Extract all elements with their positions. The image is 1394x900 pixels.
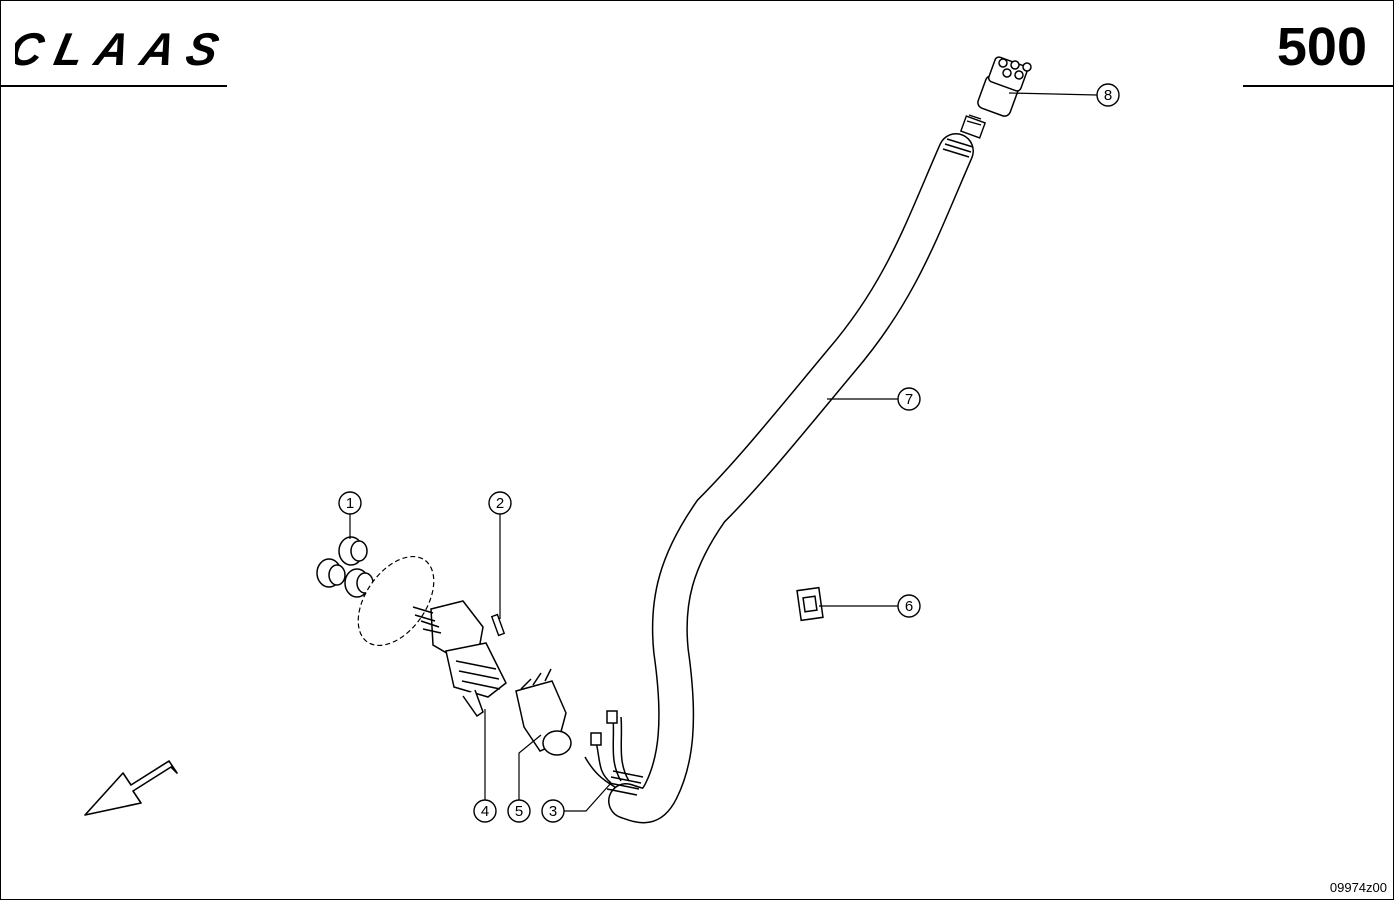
callout-8: 8 xyxy=(1096,83,1120,107)
page-number: 500 xyxy=(1276,17,1367,77)
logo-rule xyxy=(1,85,227,87)
seal-caps-part xyxy=(316,536,374,598)
page-number-rule xyxy=(1243,85,1393,87)
svg-text:8: 8 xyxy=(1104,87,1112,104)
svg-text:1: 1 xyxy=(346,495,354,512)
callout-6: 6 xyxy=(897,594,921,618)
callout-5: 5 xyxy=(507,799,531,823)
svg-text:3: 3 xyxy=(549,803,557,820)
callout-2: 2 xyxy=(488,491,512,515)
svg-text:7: 7 xyxy=(905,391,913,408)
connector-part xyxy=(977,56,1032,117)
screw-part xyxy=(490,613,506,637)
hose-end-fitting xyxy=(959,114,987,139)
svg-text:5: 5 xyxy=(515,803,523,820)
leader-lines xyxy=(349,92,1098,812)
direction-arrow-icon xyxy=(84,760,178,816)
callout-4: 4 xyxy=(473,799,497,823)
cable-ends-part xyxy=(584,710,630,788)
hose-part xyxy=(606,133,974,824)
strain-relief-part xyxy=(515,668,572,756)
callout-3: 3 xyxy=(541,799,565,823)
clip-part xyxy=(796,586,824,622)
drawing-id: 09974z00 xyxy=(1329,880,1387,895)
svg-text:4: 4 xyxy=(481,803,489,820)
svg-text:2: 2 xyxy=(496,495,504,512)
socket-housing-part xyxy=(412,600,507,718)
claas-logo: CLAAS xyxy=(15,25,225,69)
callout-7: 7 xyxy=(897,387,921,411)
gasket-part xyxy=(357,555,435,647)
svg-text:6: 6 xyxy=(905,598,913,615)
callout-1: 1 xyxy=(338,491,362,515)
